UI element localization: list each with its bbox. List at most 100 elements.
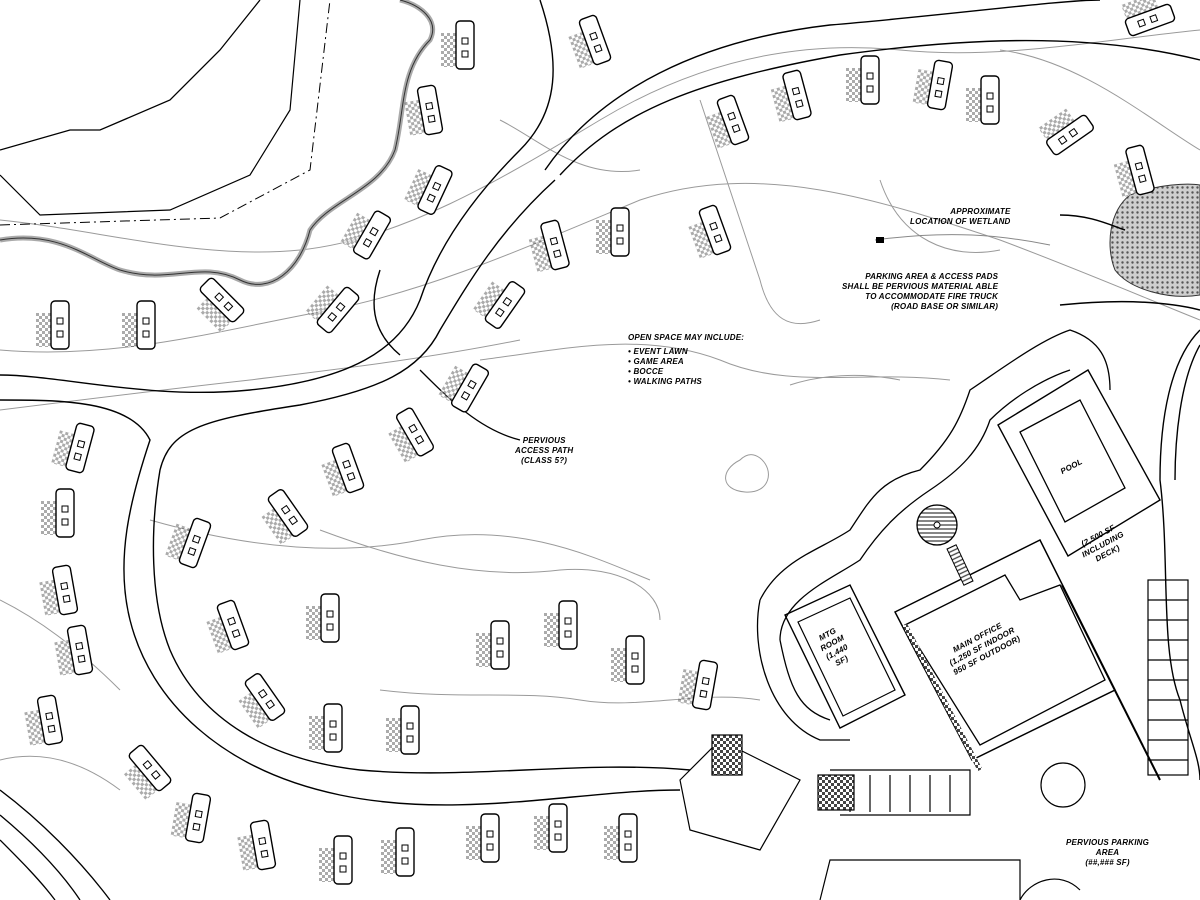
rv-window — [553, 249, 562, 258]
rv-window — [1057, 135, 1068, 146]
rv-unit — [51, 564, 79, 616]
rv-site — [206, 599, 250, 654]
rv-window — [62, 594, 71, 603]
rv-unit — [136, 300, 156, 350]
rv-window — [339, 852, 347, 860]
rv-unit — [558, 600, 578, 650]
rv-window — [1134, 161, 1144, 171]
rv-window — [426, 193, 436, 203]
pervious-parking-line: PERVIOUS PARKING — [1066, 838, 1150, 847]
rv-site — [51, 422, 95, 474]
rv-unit — [128, 744, 172, 792]
rv-site — [321, 442, 365, 497]
rv-window — [616, 237, 624, 245]
rv-unit — [480, 813, 500, 863]
rv-site — [238, 673, 286, 729]
rv-window — [795, 99, 804, 108]
site-pad — [403, 168, 433, 207]
rv-site — [1121, 0, 1176, 37]
rv-window — [631, 665, 639, 673]
site-pad — [340, 212, 372, 251]
site-pad — [206, 616, 234, 654]
rv-site — [1038, 108, 1094, 156]
rv-window — [75, 642, 84, 651]
rv-window — [265, 699, 276, 710]
rv-unit — [450, 363, 490, 413]
site-pad — [441, 33, 457, 67]
parking-note-line: TO ACCOMMODATE FIRE TRUCK — [865, 292, 999, 301]
rv-unit — [184, 792, 212, 844]
site-pad — [534, 816, 550, 850]
rv-window — [709, 221, 719, 231]
access-path-label: PERVIOUS ACCESS PATH (CLASS 5?) — [515, 436, 573, 466]
rv-window — [326, 610, 334, 618]
rv-site — [388, 407, 435, 464]
site-pad — [321, 459, 349, 497]
rv-window — [554, 833, 562, 841]
rv-unit — [323, 703, 343, 753]
rv-window — [564, 630, 572, 638]
site-pad — [472, 281, 506, 319]
rv-site — [306, 593, 340, 643]
site-pad — [846, 68, 862, 102]
rv-window — [73, 452, 82, 461]
rv-unit — [320, 593, 340, 643]
access-path-line: PERVIOUS — [522, 436, 566, 445]
rv-unit — [66, 624, 94, 676]
pervious-parking-line: (##,### SF) — [1085, 858, 1130, 867]
rv-unit — [216, 599, 250, 651]
rv-site — [386, 705, 420, 755]
rv-site — [122, 300, 156, 350]
site-pad — [568, 31, 596, 69]
rv-window — [1138, 174, 1147, 183]
rv-window — [329, 733, 337, 741]
rv-site — [261, 489, 309, 545]
rv-site — [404, 84, 444, 136]
rv-window — [589, 31, 599, 41]
rv-unit — [395, 827, 415, 877]
rv-unit — [980, 75, 1000, 125]
rv-window — [406, 735, 414, 743]
rv-unit — [618, 813, 638, 863]
open-space-title: OPEN SPACE MAY INCLUDE: — [628, 333, 745, 342]
rv-window — [231, 628, 241, 638]
rv-window — [192, 822, 201, 831]
rv-site — [611, 635, 645, 685]
rv-unit — [395, 407, 435, 457]
rv-site — [403, 165, 453, 215]
site-pad — [770, 85, 795, 123]
rv-site — [41, 488, 75, 538]
site-pad — [238, 691, 272, 729]
rv-sites — [24, 0, 1176, 885]
rv-window — [214, 292, 225, 303]
rv-window — [223, 301, 234, 312]
site-pad — [309, 716, 325, 750]
parking-note-line: SHALL BE PERVIOUS MATERIAL ABLE — [842, 282, 999, 291]
rv-unit — [578, 14, 612, 66]
site-pad — [41, 501, 57, 535]
rv-window — [406, 722, 414, 730]
wetland-label: APPROXIMATE LOCATION OF WETLAND — [910, 207, 1011, 227]
rv-site — [568, 14, 612, 69]
rv-site — [54, 624, 94, 676]
rv-site — [381, 827, 415, 877]
rv-window — [486, 830, 494, 838]
rv-window — [401, 857, 409, 865]
site-pad — [438, 365, 470, 404]
open-space-item: BOCCE — [633, 367, 664, 376]
rv-unit — [331, 442, 365, 494]
rv-window — [191, 534, 201, 544]
site-pad — [388, 425, 420, 464]
site-pad — [688, 221, 716, 259]
rv-site — [438, 363, 490, 413]
rv-site — [596, 207, 630, 257]
rv-site — [164, 517, 212, 569]
rv-window — [866, 72, 874, 80]
rv-site — [677, 659, 719, 711]
site-pad — [36, 313, 52, 347]
site-pad — [122, 313, 138, 347]
rv-window — [280, 504, 291, 515]
rv-window — [713, 233, 723, 243]
rv-unit — [36, 694, 64, 746]
